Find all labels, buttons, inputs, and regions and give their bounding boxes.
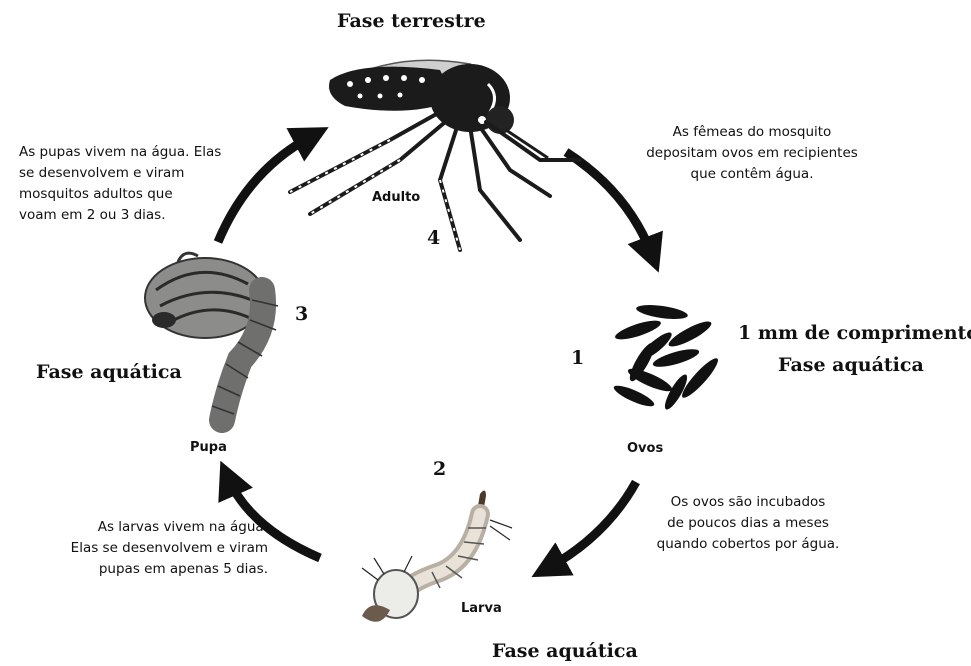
phase-label-terrestrial: Fase terrestre — [337, 10, 486, 32]
eggs-icon — [612, 302, 722, 412]
phase-label-aquatic-left: Fase aquática — [36, 361, 182, 383]
description-pupa-to-adult: As pupas vivem na água. Elas se desenvol… — [19, 142, 221, 226]
description-eggs-to-larva: Os ovos são incubados de poucos dias a m… — [628, 492, 868, 555]
stage-number-eggs: 1 — [571, 347, 584, 369]
stage-label-eggs: Ovos — [627, 441, 663, 456]
arrow-eggs-to-larva — [548, 482, 636, 568]
adult-mosquito-icon — [290, 60, 580, 250]
stage-number-pupa: 3 — [295, 303, 308, 325]
stage-label-adult: Adulto — [372, 190, 420, 205]
phase-label-aquatic-right: Fase aquática — [778, 354, 924, 376]
stage-number-adult: 4 — [427, 227, 440, 249]
egg-size-label: 1 mm de comprimento — [738, 322, 971, 344]
description-larva-to-pupa: As larvas vivem na água. Elas se desenvo… — [8, 517, 268, 580]
phase-label-aquatic-bottom: Fase aquática — [492, 640, 638, 662]
stage-number-larva: 2 — [433, 458, 446, 480]
stage-label-pupa: Pupa — [190, 440, 227, 455]
stage-label-larva: Larva — [461, 601, 502, 616]
pupa-icon — [145, 253, 278, 420]
description-adult-to-eggs: As fêmeas do mosquito depositam ovos em … — [612, 122, 892, 185]
